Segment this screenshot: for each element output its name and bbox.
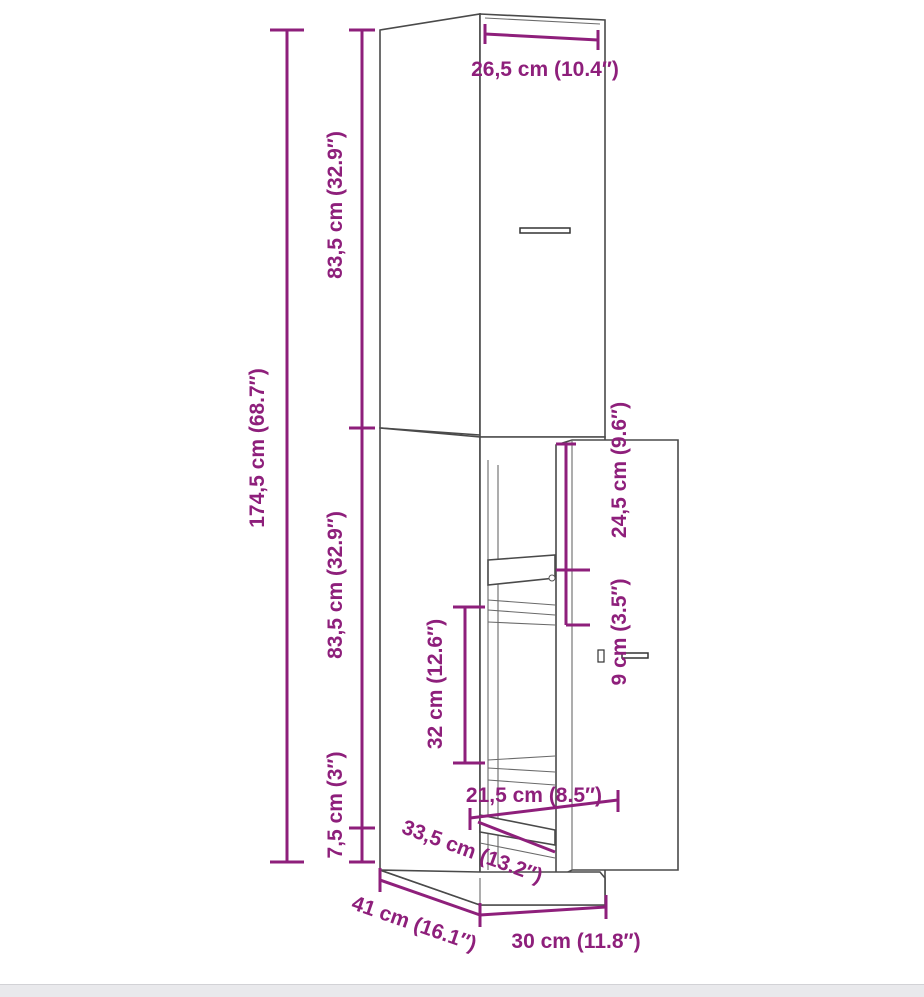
label-basket-width: 21,5 cm (8.5″)	[466, 784, 602, 807]
dimension-lines	[270, 24, 620, 927]
pull-out-basket-top	[487, 554, 556, 626]
label-basket-height: 32 cm (12.6″)	[424, 619, 447, 749]
cabinet-side-upper	[379, 13, 481, 436]
label-basket-gap: 9 cm (3.5″)	[608, 579, 631, 686]
cabinet-drawing	[379, 13, 679, 907]
plinth	[379, 869, 606, 906]
label-upper-height: 83,5 cm (32.9″)	[324, 131, 347, 279]
label-lower-height: 83,5 cm (32.9″)	[324, 511, 347, 659]
label-total-height: 174,5 cm (68.7″)	[246, 368, 269, 528]
lower-door-handle	[597, 649, 649, 663]
label-depth: 41 cm (16.1″)	[349, 892, 480, 956]
label-plinth-height: 7,5 cm (3″)	[324, 752, 347, 859]
label-inner-width-top: 26,5 cm (10.4″)	[471, 58, 619, 81]
label-width: 30 cm (11.8″)	[511, 930, 640, 953]
bottom-scroll-bar	[0, 984, 924, 997]
pull-out-basket-bottom	[479, 755, 556, 859]
label-shelf-gap: 24,5 cm (9.6″)	[608, 402, 631, 538]
upper-door-handle	[519, 227, 571, 234]
